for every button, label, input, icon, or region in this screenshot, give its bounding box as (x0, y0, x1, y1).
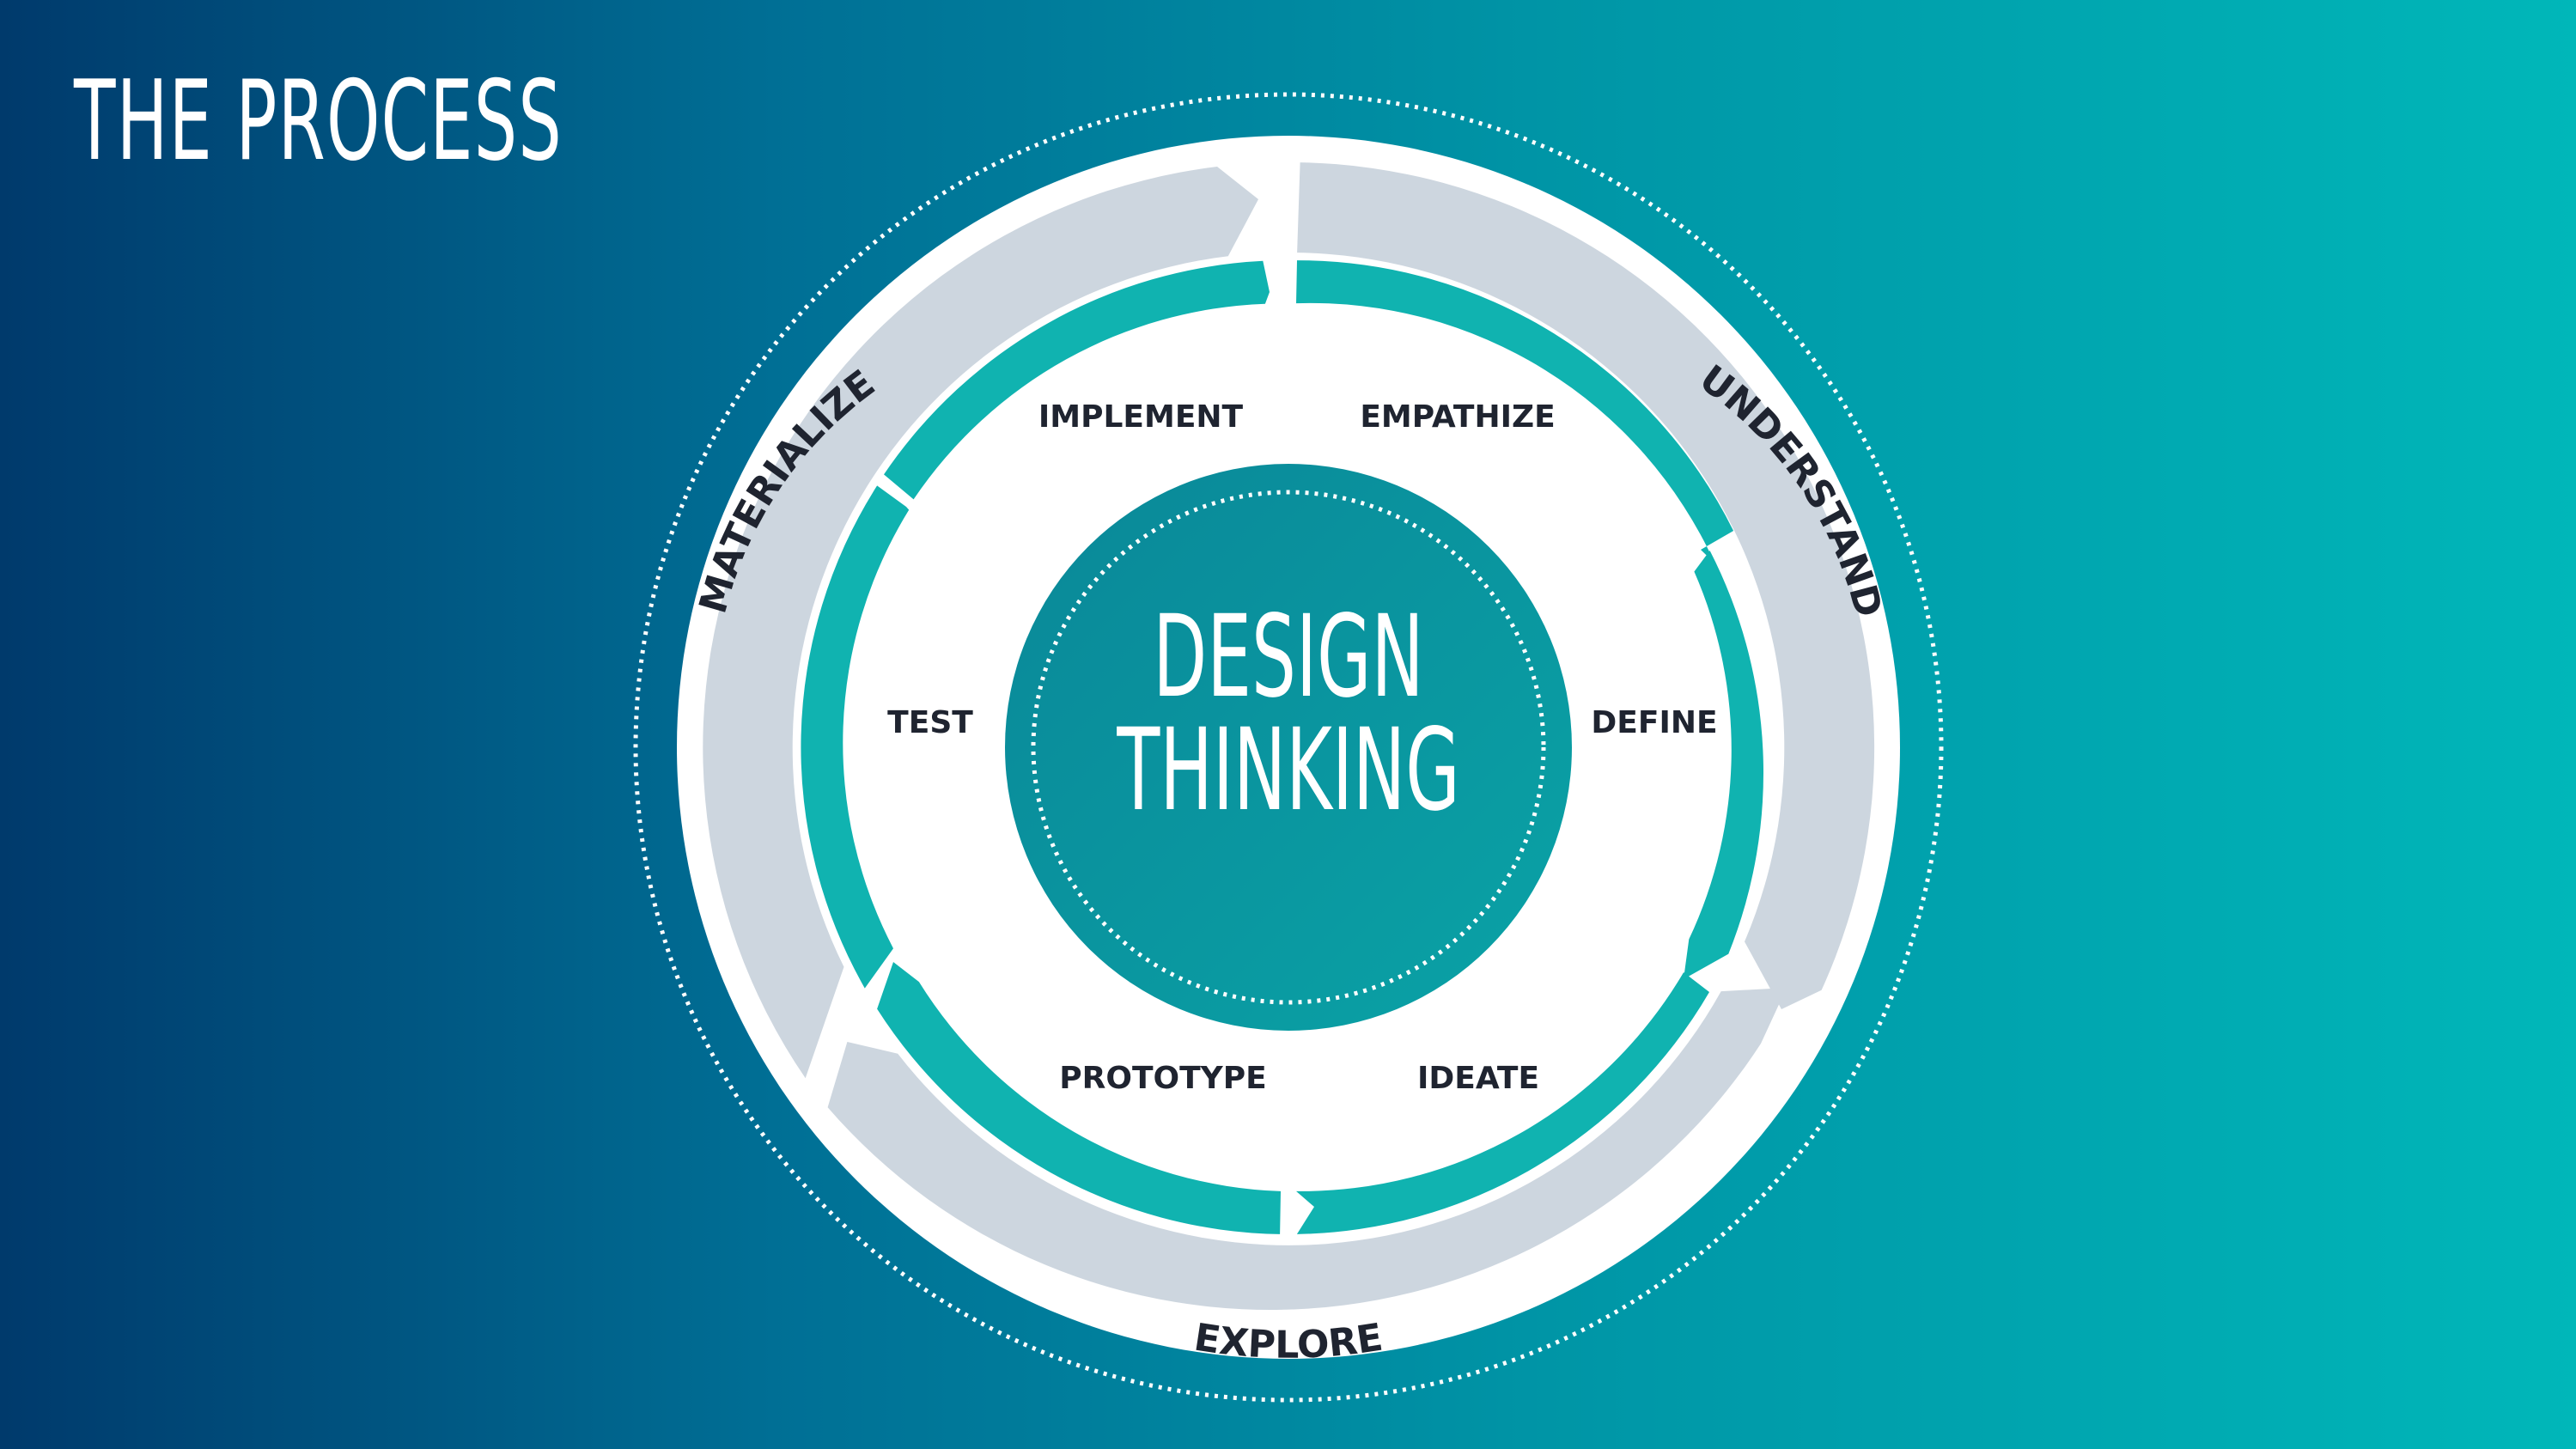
arrow-explore (827, 988, 1787, 1311)
phase-label-empathize: EMPATHIZE (1360, 399, 1555, 435)
phase-label-define: DEFINE (1591, 705, 1717, 740)
arrow-materialize (703, 167, 1258, 1079)
outer-dotted-ring (633, 92, 1944, 1403)
phase-label-prototype: PROTOTYPE (1059, 1061, 1266, 1096)
center-title-line2: THINKING (1117, 703, 1460, 836)
center-disc (1005, 464, 1572, 1031)
phase-label-ideate: IDEATE (1417, 1061, 1539, 1096)
arrow-test (801, 485, 910, 989)
arrow-understand (1297, 162, 1875, 1010)
page-title: THE PROCESS (74, 58, 563, 186)
arrow-implement (884, 260, 1270, 500)
center-title-line1: DESIGN (1153, 590, 1423, 722)
arrow-prototype (877, 962, 1281, 1234)
arrow-ideate (1296, 972, 1709, 1234)
stage-label-explore: EXPLORE (1191, 1316, 1385, 1367)
stage-label-explore-path: EXPLORE (1191, 1316, 1385, 1367)
arrow-empathize (1296, 260, 1734, 563)
center-dotted-ring (1031, 490, 1546, 1005)
arrow-define (1684, 551, 1764, 979)
phase-label-implement: IMPLEMENT (1038, 399, 1244, 435)
phase-label-test: TEST (887, 705, 973, 740)
